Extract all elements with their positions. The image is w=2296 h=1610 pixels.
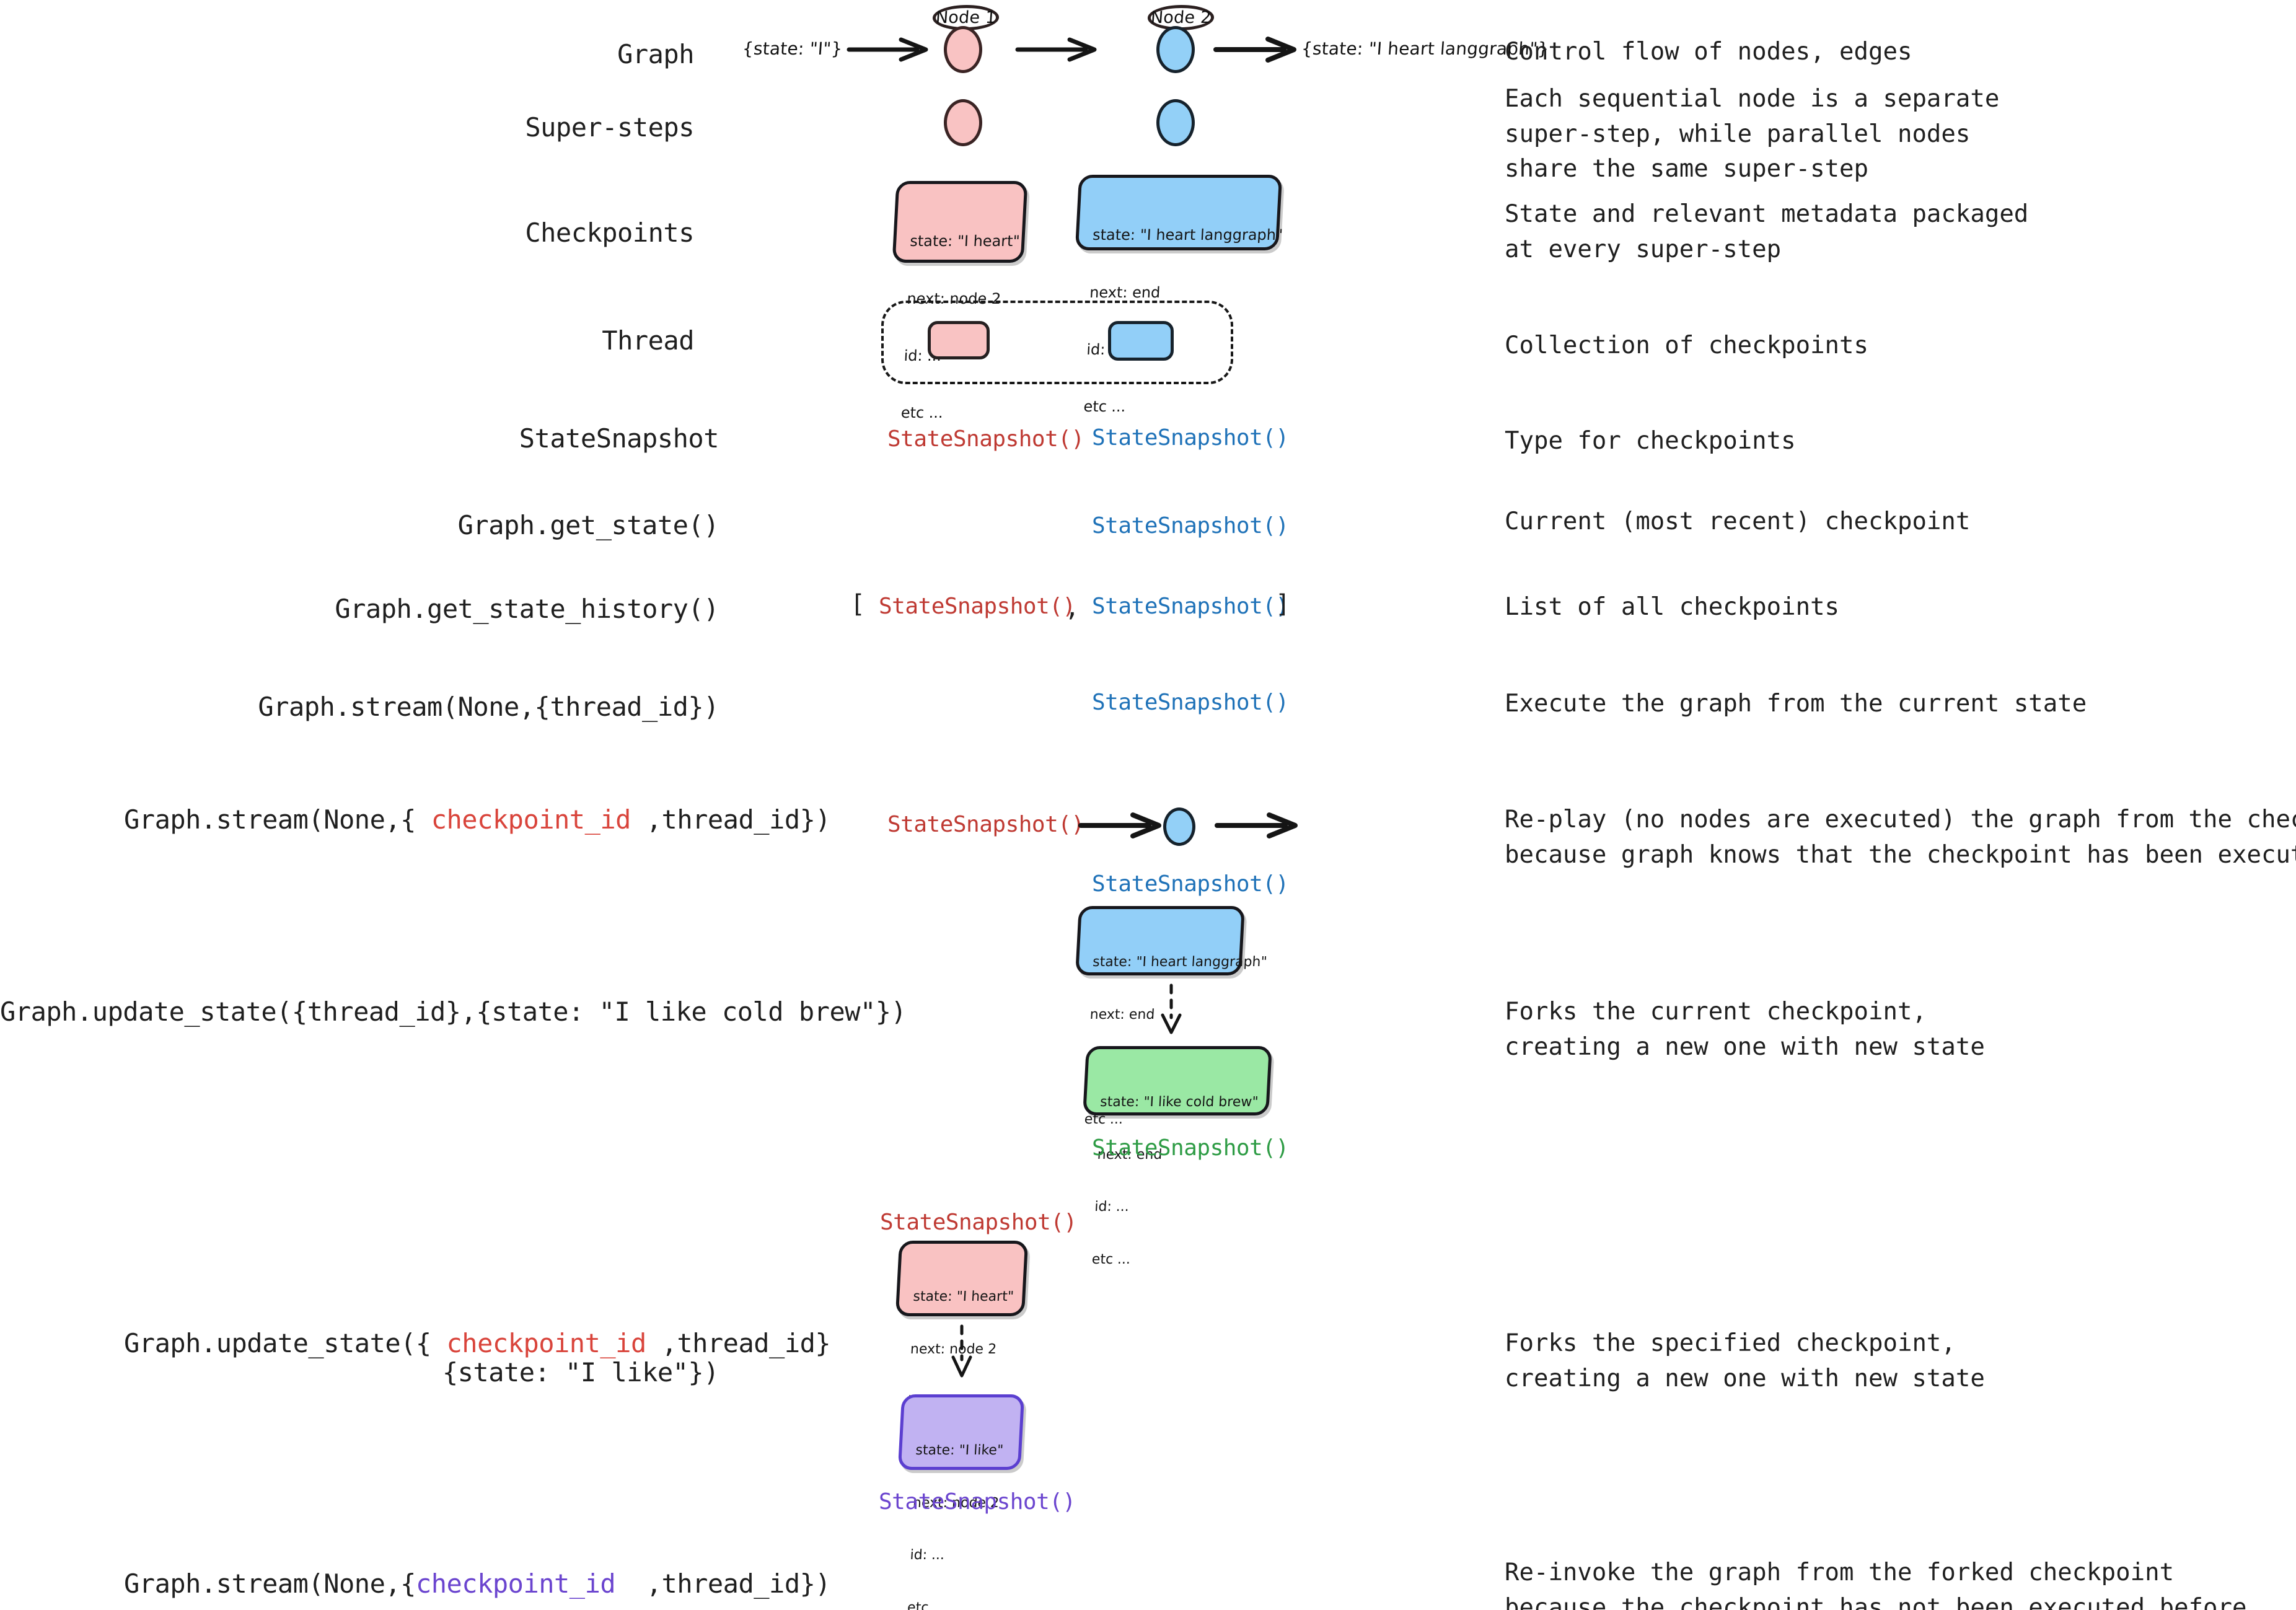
update-checkpoint-label-pre: Graph.update_state({	[124, 1328, 447, 1358]
snapshot-fork-source-red: StateSnapshot()	[880, 1210, 1077, 1235]
update-thread-fork-line-2: id: ...	[1094, 1199, 1130, 1215]
checkpoint-blue-line-0: state: "I heart langgraph"	[1092, 226, 1283, 244]
fork-res-line-0: state: "I like"	[915, 1443, 1004, 1459]
snapshot-get-state: StateSnapshot()	[1092, 513, 1289, 539]
snapshot-label-red-type: StateSnapshot()	[887, 426, 1084, 452]
desc-thread: Collection of checkpoints	[1505, 332, 1868, 359]
desc-update-state-checkpoint: Forks the specified checkpoint, creating…	[1505, 1329, 1985, 1392]
checkpoint-box-blue: state: "I heart langgraph" next: end id:…	[1075, 175, 1283, 415]
arrow-replay-to-node	[1078, 812, 1161, 838]
stream-checkpoint-label-post: ,thread_id})	[630, 804, 831, 835]
arrow-replay-node-out	[1215, 812, 1298, 838]
replay-node-ellipse	[1163, 807, 1195, 846]
update-thread-fork-line-0: state: "I like cold brew"	[1099, 1094, 1259, 1111]
stream-forked-label-post: ,thread_id})	[615, 1568, 831, 1599]
snapshot-forked-green: StateSnapshot()	[1092, 1135, 1289, 1161]
snapshot-replay-red: StateSnapshot()	[887, 812, 1084, 837]
fork-src-line-0: state: "I heart"	[912, 1289, 1014, 1305]
desc-statesnapshot: Type for checkpoints	[1505, 427, 1796, 455]
fork-res-line-2: id: ...	[909, 1547, 945, 1564]
desc-stream-checkpoint: Re-play (no nodes are executed) the grap…	[1505, 806, 2296, 869]
row-label-get-state-history: Graph.get_state_history()	[335, 594, 719, 624]
desc-stream-thread: Execute the graph from the current state	[1505, 690, 2087, 718]
desc-get-state-history: List of all checkpoints	[1505, 593, 1840, 621]
history-comma: ,	[1065, 594, 1080, 622]
arrow-input-to-node1	[847, 37, 928, 62]
desc-super-steps: Each sequential node is a separate super…	[1505, 85, 2000, 183]
snapshot-history-red: StateSnapshot()	[879, 594, 1076, 619]
history-close-bracket: ]	[1275, 590, 1291, 618]
snapshot-forked-purple: StateSnapshot()	[879, 1489, 1076, 1515]
snapshot-label-blue-type: StateSnapshot()	[1092, 425, 1289, 451]
update-thread-src-line-0: state: "I heart langgraph"	[1092, 954, 1268, 970]
checkpoint-blue-line-1: next: end	[1089, 283, 1161, 301]
desc-graph: Control flow of nodes, edges	[1505, 38, 1912, 66]
stream-checkpoint-token: checkpoint_id	[431, 804, 631, 835]
update-thread-fork-line-3: etc ...	[1091, 1251, 1131, 1267]
row-label-update-state-thread: Graph.update_state({thread_id},{state: "…	[0, 996, 907, 1027]
snapshot-history-blue: StateSnapshot()	[1092, 594, 1289, 619]
thread-chip-blue	[1108, 321, 1174, 361]
row-label-update-state-checkpoint: Graph.update_state({ checkpoint_id ,thre…	[124, 1326, 831, 1361]
snapshot-stream-thread: StateSnapshot()	[1092, 690, 1289, 715]
thread-chip-pink	[928, 321, 990, 359]
super-step-node-2	[1156, 99, 1195, 146]
arrow-node2-to-output	[1213, 37, 1296, 63]
stream-forked-token: checkpoint_id	[415, 1568, 616, 1599]
row-label-stream-forked: Graph.stream(None,{checkpoint_id ,thread…	[124, 1567, 831, 1602]
checkpoint-pink-line-3: etc ...	[900, 403, 944, 421]
fork-res-line-3: etc ...	[907, 1599, 947, 1610]
row-label-get-state: Graph.get_state()	[457, 510, 719, 540]
checkpoint-blue-line-3: etc ...	[1083, 397, 1127, 415]
desc-get-state: Current (most recent) checkpoint	[1505, 508, 1971, 535]
row-label-stream-checkpoint: Graph.stream(None,{ checkpoint_id ,threa…	[124, 803, 831, 838]
stream-forked-label-pre: Graph.stream(None,{	[124, 1568, 416, 1599]
row-label-checkpoints: Checkpoints	[525, 218, 694, 248]
arrow-node1-to-node2	[1015, 37, 1097, 62]
update-checkpoint-token: checkpoint_id	[446, 1328, 647, 1358]
desc-checkpoints: State and relevant metadata packaged at …	[1505, 200, 2029, 263]
arrow-fork-checkpoint-dashed	[951, 1324, 972, 1378]
update-state-forked-box-green: state: "I like cold brew" next: end id: …	[1083, 1046, 1272, 1267]
thread-container	[881, 301, 1233, 384]
update-checkpoint-label-post: ,thread_id}	[646, 1328, 831, 1358]
graph-input-state: {state: "I"}	[741, 38, 843, 59]
row-label-super-steps: Super-steps	[525, 112, 694, 143]
checkpoint-box-pink: state: "I heart" next: node 2 id: ... et…	[892, 181, 1028, 421]
row-label-update-state-checkpoint-line2: {state: "I like"})	[442, 1357, 719, 1388]
fork-source-box-pink: state: "I heart" next: node 2 id: ... et…	[895, 1241, 1029, 1462]
node-1-ellipse	[944, 26, 982, 73]
row-label-thread: Thread	[602, 325, 694, 356]
fork-result-box-purple: state: "I like" next: node 2 id: ... etc…	[897, 1394, 1025, 1610]
row-label-stream-thread: Graph.stream(None,{thread_id})	[258, 692, 719, 722]
stream-checkpoint-label-pre: Graph.stream(None,{	[124, 804, 431, 835]
desc-stream-forked: Re-invoke the graph from the forked chec…	[1505, 1559, 2247, 1610]
row-label-graph: Graph	[617, 39, 694, 69]
desc-update-state-thread: Forks the current checkpoint, creating a…	[1505, 998, 1985, 1061]
snapshot-replay-blue: StateSnapshot()	[1092, 871, 1289, 897]
super-step-node-1	[944, 99, 982, 146]
node-2-ellipse	[1156, 26, 1195, 73]
row-label-statesnapshot: StateSnapshot	[519, 423, 719, 454]
arrow-fork-thread-dashed	[1161, 983, 1182, 1034]
checkpoint-pink-line-0: state: "I heart"	[909, 232, 1021, 250]
update-state-source-box-blue: state: "I heart langgraph" next: end id:…	[1075, 906, 1268, 1127]
history-open-bracket: [	[850, 590, 866, 618]
